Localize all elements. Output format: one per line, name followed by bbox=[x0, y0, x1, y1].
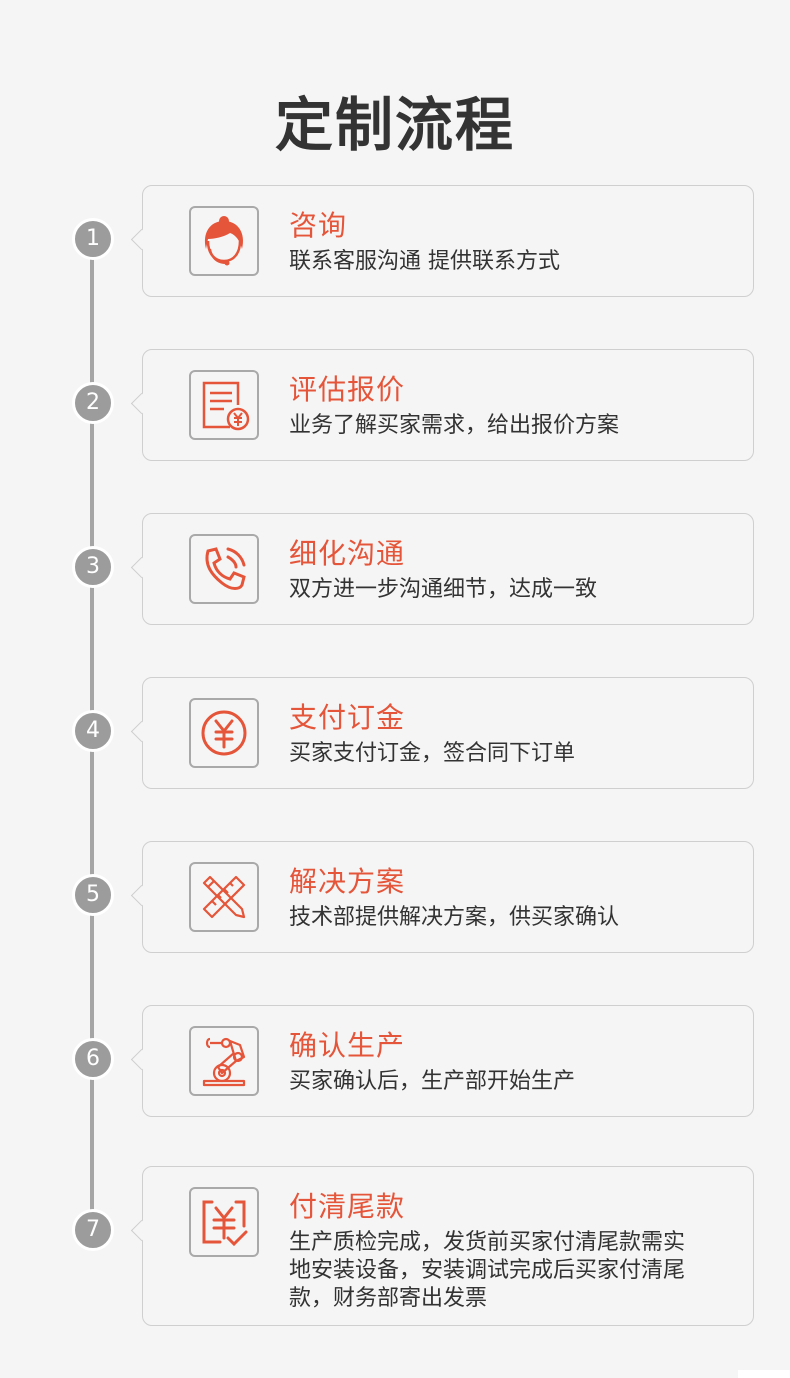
step-title: 确认生产 bbox=[289, 1029, 406, 1062]
quotation-document-icon bbox=[189, 370, 259, 440]
step-description: 技术部提供解决方案，供买家确认 bbox=[289, 905, 620, 930]
step-number-badge: 7 bbox=[72, 1209, 114, 1251]
card-pointer bbox=[130, 1219, 153, 1242]
ruler-pencil-icon bbox=[189, 862, 259, 932]
step-title: 支付订金 bbox=[289, 701, 406, 734]
yuan-coin-icon bbox=[189, 698, 259, 768]
step-card: 付清尾款 生产质检完成，发货前买家付清尾款需实地安装设备，安装调试完成后买家付清… bbox=[130, 1166, 754, 1326]
robot-arm-icon bbox=[189, 1026, 259, 1096]
page-title: 定制流程 bbox=[274, 91, 515, 159]
step-description: 联系客服沟通 提供联系方式 bbox=[289, 249, 560, 274]
step-title: 付清尾款 bbox=[289, 1190, 406, 1223]
step-title: 细化沟通 bbox=[289, 537, 406, 570]
card-pointer bbox=[130, 720, 153, 743]
step-title: 解决方案 bbox=[289, 865, 406, 898]
step-card: 细化沟通 双方进一步沟通细节，达成一致 bbox=[130, 513, 754, 625]
step-number-badge: 2 bbox=[72, 382, 114, 424]
step-card: 咨询 联系客服沟通 提供联系方式 bbox=[130, 185, 754, 297]
payment-check-icon bbox=[189, 1187, 259, 1257]
card-pointer bbox=[130, 556, 153, 579]
step-description: 买家支付订金，签合同下订单 bbox=[289, 741, 576, 766]
step-card: 评估报价 业务了解买家需求，给出报价方案 bbox=[130, 349, 754, 461]
step-description: 业务了解买家需求，给出报价方案 bbox=[289, 413, 620, 438]
corner-patch bbox=[738, 1370, 790, 1378]
step-number-badge: 6 bbox=[72, 1038, 114, 1080]
step-card: 解决方案 技术部提供解决方案，供买家确认 bbox=[130, 841, 754, 953]
card-pointer bbox=[130, 228, 153, 251]
step-description: 生产质检完成，发货前买家付清尾款需实地安装设备，安装调试完成后买家付清尾款，财务… bbox=[289, 1230, 686, 1311]
step-number-badge: 3 bbox=[72, 546, 114, 588]
phone-call-icon bbox=[189, 534, 259, 604]
step-card: 支付订金 买家支付订金，签合同下订单 bbox=[130, 677, 754, 789]
step-title: 咨询 bbox=[289, 209, 348, 242]
step-description: 买家确认后，生产部开始生产 bbox=[289, 1069, 576, 1094]
customer-service-icon bbox=[189, 206, 259, 276]
step-card: 确认生产 买家确认后，生产部开始生产 bbox=[130, 1005, 754, 1117]
card-pointer bbox=[130, 392, 153, 415]
step-number-badge: 1 bbox=[72, 218, 114, 260]
step-number-badge: 5 bbox=[72, 874, 114, 916]
step-number-badge: 4 bbox=[72, 710, 114, 752]
card-pointer bbox=[130, 884, 153, 907]
step-title: 评估报价 bbox=[289, 373, 406, 406]
card-pointer bbox=[130, 1048, 153, 1071]
step-description: 双方进一步沟通细节，达成一致 bbox=[289, 577, 598, 602]
